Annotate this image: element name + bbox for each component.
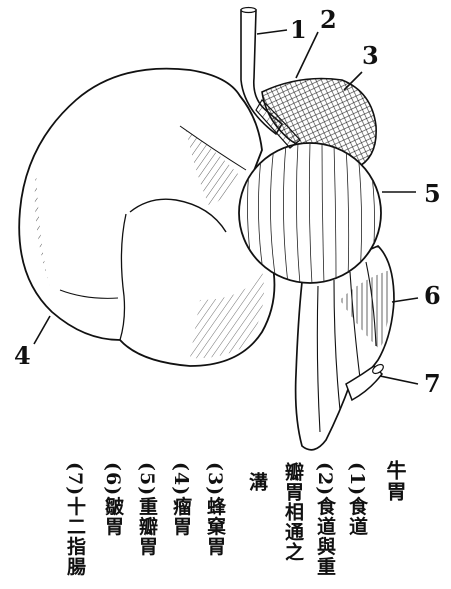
caption-line-7: (5)重瓣胃 (134, 462, 160, 556)
caption-line-6: (4)瘤胃 (168, 462, 194, 536)
caption-line-1: (1)食道 (344, 462, 370, 536)
caption-line-8: (6)皺胃 (100, 462, 126, 536)
label-omasum: 5 (424, 182, 441, 206)
label-groove: 2 (320, 8, 337, 32)
caption-line-9: (7)十二指腸 (62, 462, 88, 576)
label-duodenum: 7 (424, 372, 441, 396)
caption-line-5: (3)蜂窠胃 (202, 462, 228, 556)
label-reticulum: 3 (362, 44, 379, 68)
caption-line-2: (2)食道與重 (312, 462, 338, 576)
caption-title: 牛胃 (382, 460, 408, 502)
label-esophagus: 1 (290, 18, 307, 42)
label-abomasum: 6 (424, 284, 441, 308)
caption-line-3: 瓣胃相通之 (280, 462, 306, 562)
omasum (239, 143, 381, 284)
caption-line-4: 溝 (244, 472, 270, 492)
label-rumen: 4 (14, 344, 31, 368)
